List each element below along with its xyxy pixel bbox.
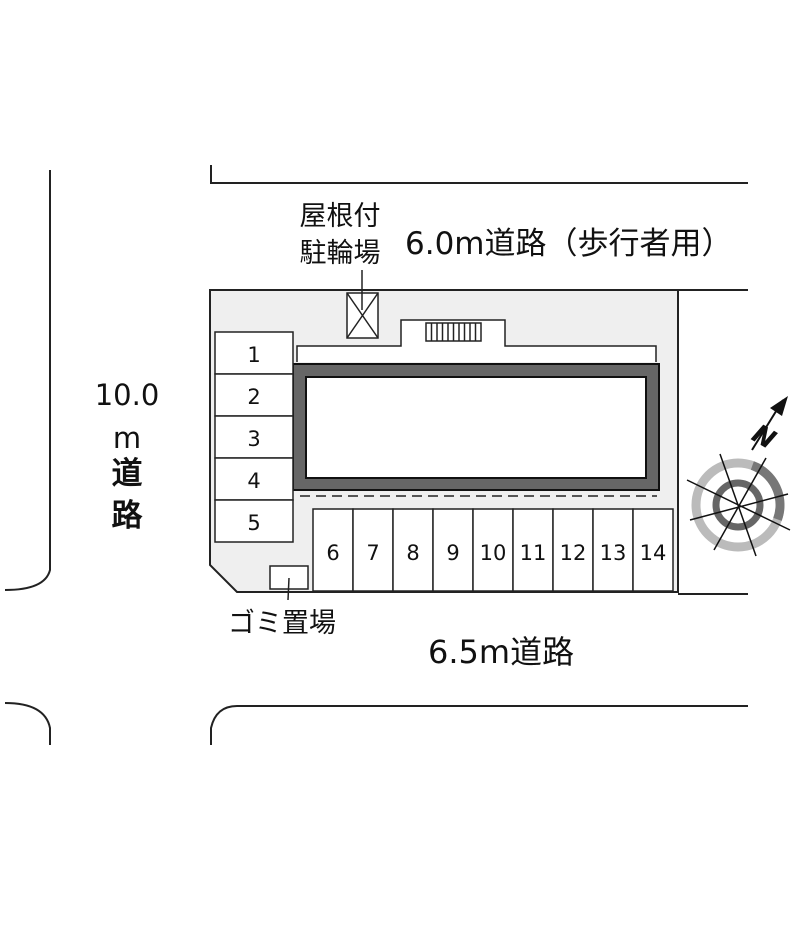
parking-space-number: 1 — [247, 343, 260, 367]
parking-space: 13 — [592, 508, 634, 592]
parking-space: 4 — [214, 457, 294, 501]
parking-space: 1 — [214, 331, 294, 375]
garbage-label: ゴミ置場 — [228, 608, 336, 639]
parking-space-number: 8 — [406, 541, 419, 565]
parking-space-number: 9 — [446, 541, 459, 565]
compass-icon: N — [686, 396, 791, 557]
parking-space-number: 7 — [366, 541, 379, 565]
parking-space: 2 — [214, 373, 294, 417]
building-interior — [305, 376, 647, 479]
bottom-road-edge — [210, 705, 748, 745]
left-road-label-3: 道 — [112, 456, 143, 492]
right-road-edges — [678, 289, 748, 595]
parking-space: 12 — [552, 508, 594, 592]
bike-shelter-label-2: 駐輪場 — [300, 238, 381, 269]
left-road-label-1: 10.0 — [95, 378, 160, 412]
parking-space: 7 — [352, 508, 394, 592]
top-road-edge — [210, 165, 748, 184]
left-road-edge-upper — [4, 170, 51, 591]
parking-space-number: 5 — [247, 511, 260, 535]
parking-space: 11 — [512, 508, 554, 592]
parking-space-number: 2 — [247, 385, 260, 409]
left-road-label-4: 路 — [112, 498, 144, 534]
left-road-label-2: m — [113, 421, 141, 455]
parking-space-number: 11 — [520, 541, 547, 565]
parking-space: 9 — [432, 508, 474, 592]
bike-shelter-label-1: 屋根付 — [300, 201, 381, 232]
parking-space: 5 — [214, 499, 294, 543]
parking-space: 8 — [392, 508, 434, 592]
road-lines — [4, 165, 748, 745]
parking-space-number: 12 — [560, 541, 587, 565]
parking-space-number: 10 — [480, 541, 507, 565]
parking-space-number: 14 — [640, 541, 667, 565]
bottom-road-label: 6.5m道路 — [428, 633, 574, 671]
parking-space: 6 — [312, 508, 354, 592]
left-road-edge-lower — [4, 702, 51, 745]
compass-north-label: N — [747, 419, 781, 456]
garbage-area — [269, 565, 309, 601]
top-road-label: 6.0m道路（歩行者用） — [405, 226, 733, 262]
parking-space-number: 4 — [247, 469, 260, 493]
parking-space: 14 — [632, 508, 674, 592]
parking-space: 3 — [214, 415, 294, 459]
bike-shelter — [346, 270, 379, 339]
parking-space-number: 13 — [600, 541, 627, 565]
parking-space-number: 3 — [247, 427, 260, 451]
parking-space: 10 — [472, 508, 514, 592]
parking-space-number: 6 — [326, 541, 339, 565]
